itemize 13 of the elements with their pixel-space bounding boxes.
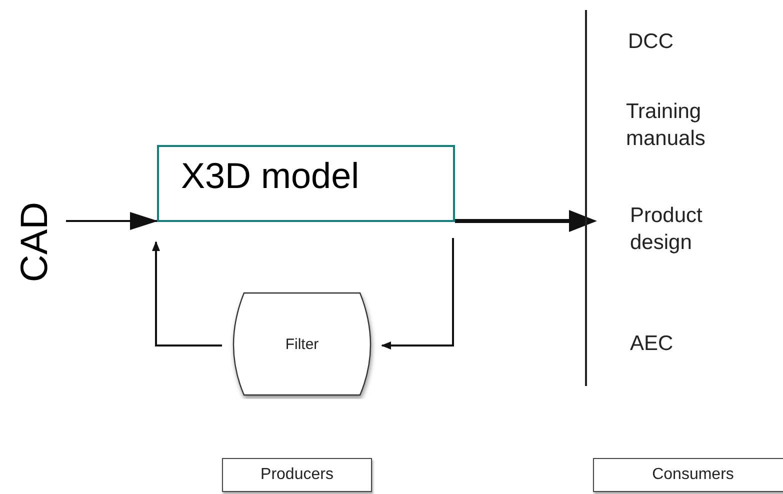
arrow — [152, 241, 222, 346]
text-label: DCC — [628, 29, 674, 55]
text-label: AEC — [630, 331, 674, 357]
label-box: Producers — [222, 458, 372, 492]
arrow — [381, 238, 454, 350]
label-box: Consumers — [593, 458, 783, 492]
text-label: Training manuals — [626, 99, 706, 152]
rotated-label: CAD — [12, 196, 58, 288]
text-label: Product design — [630, 203, 704, 256]
process-box: X3D model — [157, 145, 455, 222]
arrow — [455, 210, 597, 232]
arrow — [66, 212, 158, 230]
vertical-bar — [584, 10, 588, 386]
